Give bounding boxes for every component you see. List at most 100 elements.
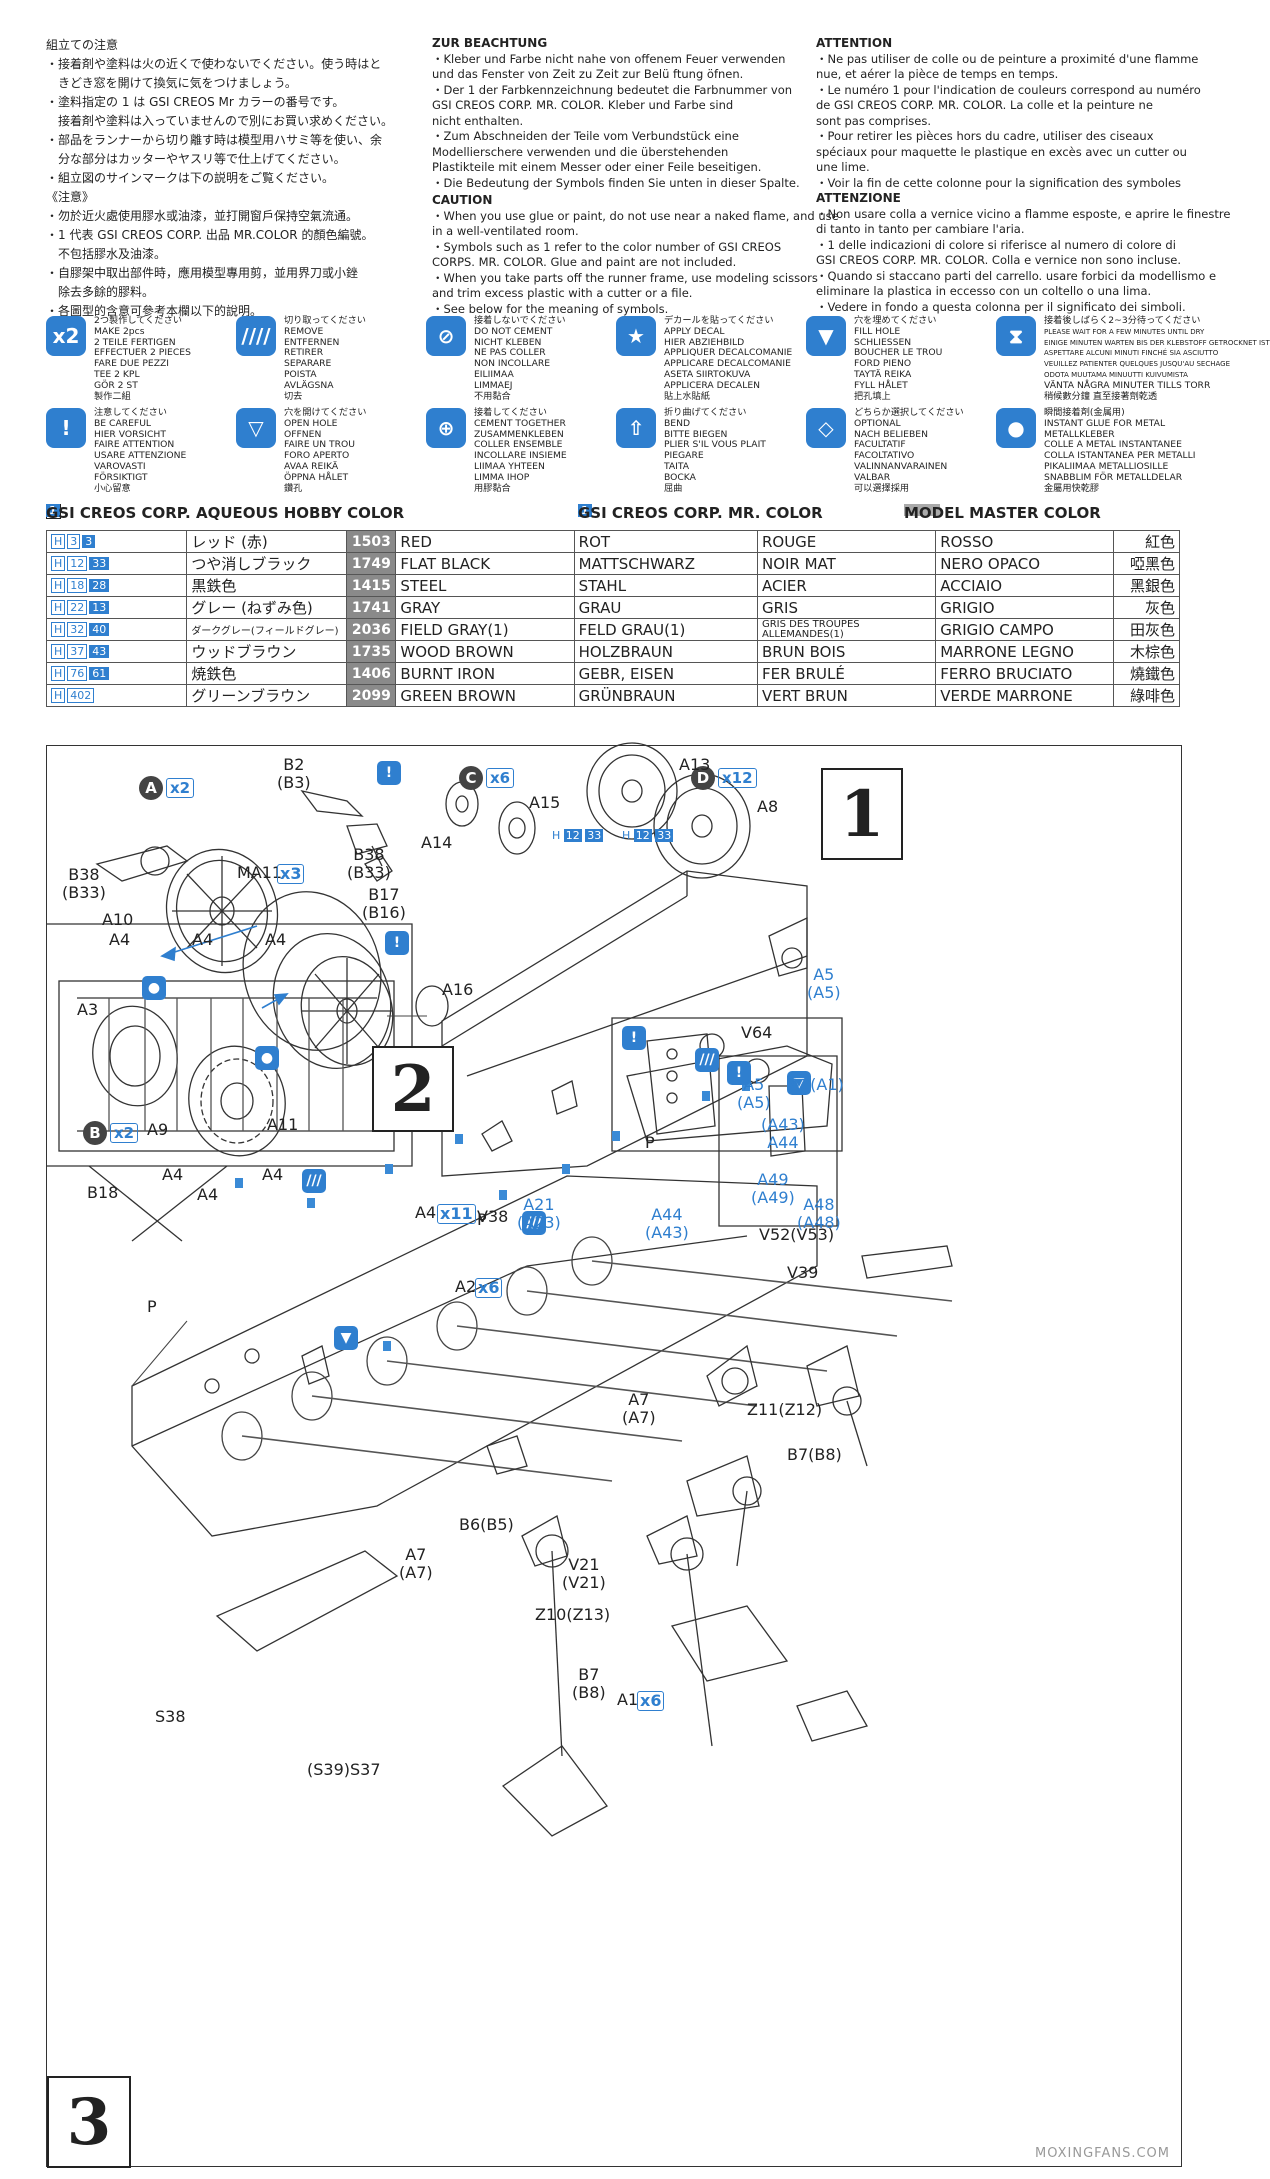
note-line: CORPS. MR. COLOR. Glue and paint are not… — [432, 255, 737, 269]
note-line: ・Ne pas utiliser de colle ou de peinture… — [816, 51, 1199, 66]
note-line: und das Fenster von Zeit zu Zeit zur Bel… — [432, 67, 744, 81]
symbol-legend-line: 2 TEILE FERTIGEN — [94, 336, 176, 348]
part-label-a16: A16 — [442, 980, 474, 999]
paint-name-fr: NOIR MAT — [756, 552, 937, 575]
symbol-legend-line: FILL HOLE — [854, 325, 901, 337]
paint-name-en: FIELD GRAY(1) — [395, 618, 575, 641]
symbol-legend-line: FACULTATIF — [854, 439, 906, 451]
note-line: di tanto in tanto per cambiare l'aria. — [816, 222, 1025, 236]
aqueous-prefix: H — [51, 644, 66, 659]
aqueous-number: 76 — [67, 666, 88, 681]
paint-name-en: GREEN BROWN — [395, 684, 575, 707]
symbol-legend-line: VEUILLEZ PATIENTER QUELQUES JUSQU'AU SEC… — [1044, 360, 1230, 369]
paint-ref-m: 33 — [655, 829, 674, 842]
symbol-legend-line: INSTANT GLUE FOR METAL — [1044, 417, 1166, 429]
paint-name-de: GEBR, EISEN — [573, 662, 758, 685]
part-label-b7b8-1: B7(B8) — [787, 1445, 842, 1464]
part-label-a4-1: A4 — [109, 930, 131, 949]
aqueous-number: 37 — [67, 644, 88, 659]
make-two-icon: x2 — [46, 316, 86, 356]
note-line: une lime. — [816, 160, 870, 174]
note-line: ・Quando si staccano parti del carrello. … — [816, 268, 1217, 283]
part-label-v21v21: V21 (V21) — [562, 1555, 606, 1592]
part-label-a8: A8 — [757, 797, 779, 816]
instant-glue-icon: ● — [142, 976, 166, 1000]
paint-model-master-number: 1406 — [346, 662, 397, 685]
symbol-legend-line: AVLÄGSNA — [284, 379, 334, 391]
paint-name-de: GRÜNBRAUN — [573, 684, 758, 707]
paint-name-fr: GRIS DES TROUPES ALLEMANDES(1) — [756, 618, 937, 641]
part-label-z10z13: Z10(Z13) — [535, 1605, 611, 1624]
symbol-legend-line: NON INCOLLARE — [474, 358, 551, 370]
paint-name-jp: グレー (ねずみ色) — [186, 596, 348, 619]
part-label-z11z12: Z11(Z12) — [747, 1400, 823, 1419]
symbol-legend-line: COLLE A METAL INSTANTANEE — [1044, 439, 1182, 451]
note-line: ・1 代表 GSI CREOS CORP. 出品 MR.COLOR 的顏色編號。 — [46, 228, 374, 242]
symbol-legend-line: DO NOT CEMENT — [474, 325, 553, 337]
part-label-b18: B18 — [87, 1183, 119, 1202]
symbol-legend-line: 金屬用快乾膠 — [1044, 482, 1100, 494]
symbol-legend-line: COLLER ENSEMBLE — [474, 439, 563, 451]
paint-name-fr: VERT BRUN — [756, 684, 937, 707]
notes-german-english: ZUR BEACHTUNG ・Kleber und Farbe nicht na… — [432, 36, 839, 318]
part-label-a4-mult-x: x11 — [437, 1204, 476, 1224]
symbol-legend-line: LIMMA IHOP — [474, 471, 530, 483]
paint-ref-m: 33 — [585, 829, 604, 842]
symbol-legend-line: 稍候數分鐘 直至接著劑乾透 — [1044, 390, 1158, 402]
part-label-s38: S38 — [155, 1707, 186, 1726]
symbol-legend-line: SNABBLIM FÖR METALLDELAR — [1044, 471, 1183, 483]
symbol-legend-line: NICHT KLEBEN — [474, 336, 542, 348]
paint-name-de: HOLZBRAUN — [573, 640, 758, 663]
paint-model-master-number: 1749 — [346, 552, 397, 575]
symbol-legend-line: SEPARARE — [284, 358, 332, 370]
symbol-legend-line: TAYTÄ REIKA — [854, 368, 912, 380]
symbol-legend-line: POISTA — [284, 368, 317, 380]
symbol-legend-line: FARE DUE PEZZI — [94, 358, 170, 370]
symbol-legend-line: どちらか選択してください — [854, 407, 964, 418]
mr-color-number: 43 — [89, 645, 110, 658]
symbol-legend-line: 把孔填上 — [854, 390, 891, 402]
watermark: MOXINGFANS.COM — [1035, 2146, 1170, 2161]
symbol-legend-line: 穴を開けてください — [284, 407, 367, 418]
note-line: ・自膠架中取出部件時，應用模型專用剪，並用界刀或小銼 — [46, 266, 359, 280]
note-line: ・部品をランナーから切り離す時は模型用ハサミ等を使い、余 — [46, 133, 383, 147]
paint-name-de: ROT — [573, 530, 758, 553]
open-hole-icon: ▽ — [787, 1071, 811, 1095]
notes-en-body: ・When you use glue or paint, do not use … — [432, 208, 839, 318]
symbol-legend-line: ASPETTARE ALCUNI MINUTI FINCHÉ SIA ASCIU… — [1044, 349, 1219, 358]
badge-c-mult: x6 — [486, 768, 515, 788]
bend-icon: ⇧ — [616, 408, 656, 448]
aqueous-prefix: H — [51, 688, 66, 703]
part-label-v38: V38 — [477, 1207, 509, 1226]
part-label-b38b33-left: B38 (B33) — [62, 865, 106, 902]
symbol-legend-line: PLEASE WAIT FOR A FEW MINUTES UNTIL DRY — [1044, 327, 1205, 336]
symbol-legend-line: 接着後しばらく2~3分待ってください — [1044, 315, 1201, 326]
paint-name-cn: 黑銀色 — [1113, 574, 1180, 597]
symbol-legend-line: ENTFERNEN — [284, 336, 340, 348]
badge-d-letter: D — [691, 766, 715, 790]
symbol-legend-line: METALLKLEBER — [1044, 428, 1115, 440]
remove-icon: //// — [236, 316, 276, 356]
note-line: GSI CREOS CORP. MR. COLOR. Kleber und Fa… — [432, 98, 734, 112]
notes-jp-title: 組立ての注意 — [46, 38, 119, 52]
symbol-legend-line: APPLY DECAL — [664, 325, 725, 337]
part-label-a10: A10 — [102, 910, 134, 929]
symbol-legend-line: 小心留意 — [94, 482, 131, 494]
open-hole-icon: ▽ — [236, 408, 276, 448]
symbol-legend-line: PIKALIIMAA METALLIOSILLE — [1044, 460, 1169, 472]
note-line: ・When you use glue or paint, do not use … — [432, 208, 839, 223]
paint-name-it: ROSSO — [935, 530, 1115, 553]
aqueous-prefix: H — [51, 600, 66, 615]
part-label-a5a5-2: A5 (A5) — [737, 1075, 771, 1112]
